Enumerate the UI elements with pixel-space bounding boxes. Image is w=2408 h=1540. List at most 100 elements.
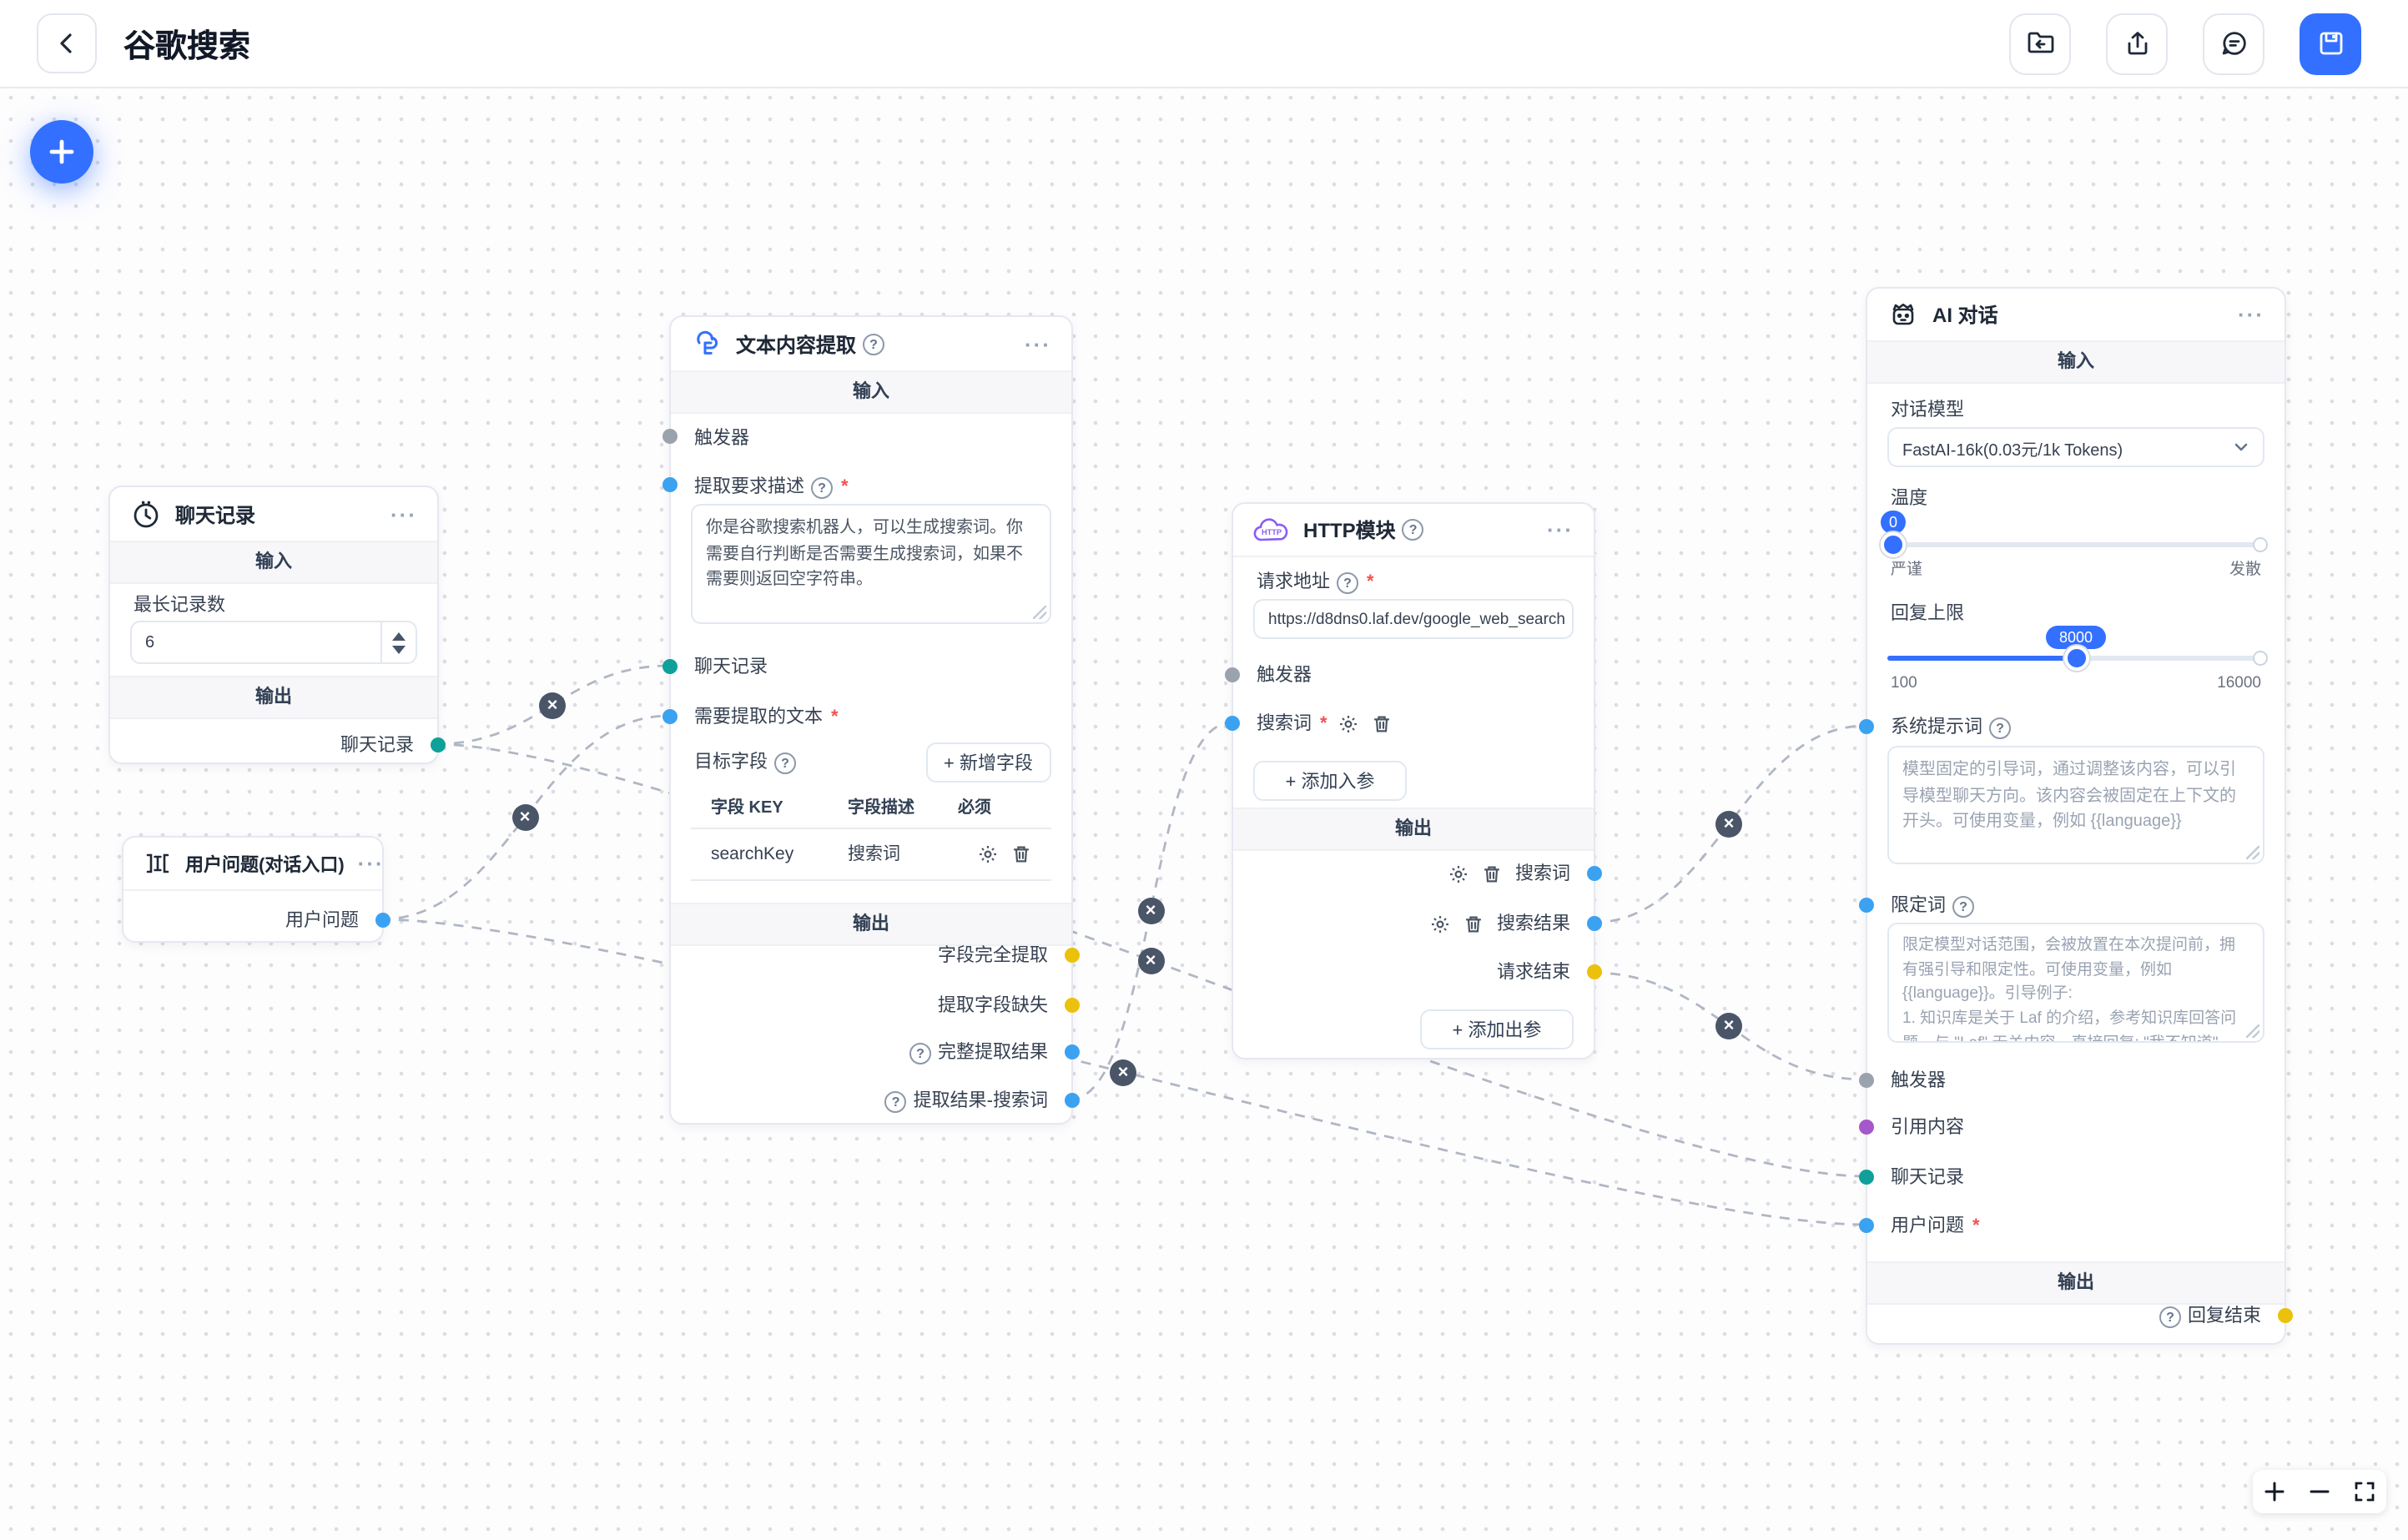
port-te-trigger-input[interactable] bbox=[662, 429, 678, 444]
port-label-http-finish: 请求结束 bbox=[1497, 963, 1570, 983]
fit-view-button[interactable] bbox=[2347, 1475, 2380, 1508]
zoom-in-button[interactable] bbox=[2259, 1475, 2292, 1508]
chevron-down-icon bbox=[2233, 439, 2249, 455]
temperature-slider[interactable] bbox=[1881, 532, 2268, 557]
model-label: 对话模型 bbox=[1891, 400, 1964, 420]
chat-test-button[interactable] bbox=[2203, 13, 2264, 74]
port-http-search-input[interactable] bbox=[1225, 716, 1240, 731]
port-ai-trigger-input[interactable] bbox=[1859, 1073, 1874, 1088]
node-menu-button[interactable]: ··· bbox=[2238, 302, 2264, 327]
port-te-text-input[interactable] bbox=[662, 709, 678, 724]
gear-icon[interactable] bbox=[1430, 914, 1450, 934]
trash-icon[interactable] bbox=[1482, 864, 1502, 884]
help-icon[interactable]: ? bbox=[774, 752, 796, 773]
edge-delete-button[interactable]: × bbox=[1110, 1059, 1136, 1085]
save-button[interactable] bbox=[2300, 13, 2361, 74]
help-icon[interactable]: ? bbox=[1337, 571, 1358, 593]
edge-delete-button[interactable]: × bbox=[511, 804, 538, 831]
edge-connection[interactable] bbox=[380, 714, 670, 921]
resize-grip[interactable] bbox=[2246, 846, 2259, 859]
edge-delete-button[interactable]: × bbox=[1137, 947, 1164, 974]
import-folder-button[interactable] bbox=[2009, 13, 2071, 74]
port-te-full-result-output[interactable] bbox=[1065, 1044, 1080, 1059]
edge-delete-button[interactable]: × bbox=[1715, 811, 1742, 838]
port-label-chat-history-out: 聊天记录 bbox=[340, 736, 414, 756]
port-te-fields-complete-output[interactable] bbox=[1065, 948, 1080, 963]
node-menu-button[interactable]: ··· bbox=[1547, 517, 1574, 542]
port-http-search-output[interactable] bbox=[1587, 866, 1602, 881]
port-chat-history-output[interactable] bbox=[431, 737, 446, 752]
gear-icon[interactable] bbox=[1448, 864, 1468, 884]
model-select[interactable]: FastAI-16k(0.03元/1k Tokens) bbox=[1887, 427, 2264, 467]
port-ai-quote-input[interactable] bbox=[1859, 1120, 1874, 1135]
max-records-input[interactable]: 6 bbox=[130, 621, 417, 664]
export-button[interactable] bbox=[2106, 13, 2168, 74]
port-ai-chat-history-input[interactable] bbox=[1859, 1170, 1874, 1185]
canvas-zoom-controls bbox=[2253, 1470, 2386, 1513]
number-stepper[interactable] bbox=[380, 622, 416, 662]
port-label-fields-missing: 提取字段缺失 bbox=[938, 996, 1048, 1016]
port-http-result-output[interactable] bbox=[1587, 916, 1602, 931]
max-reply-slider[interactable] bbox=[1887, 646, 2268, 671]
gear-icon[interactable] bbox=[1339, 714, 1359, 734]
help-icon[interactable]: ? bbox=[1402, 519, 1424, 541]
port-user-question-output[interactable] bbox=[375, 913, 390, 928]
add-output-param-button[interactable]: + 添加出参 bbox=[1420, 1009, 1574, 1049]
node-menu-button[interactable]: ··· bbox=[1025, 331, 1051, 356]
help-icon[interactable]: ? bbox=[884, 1090, 907, 1112]
node-menu-button[interactable]: ··· bbox=[390, 501, 417, 526]
system-prompt-textarea[interactable] bbox=[1887, 746, 2264, 864]
flow-canvas[interactable]: 聊天记录 ··· 输入 最长记录数 6 输出 聊天记录 bbox=[0, 87, 2408, 1540]
port-label-ai-question: 用户问题 bbox=[1891, 1216, 1964, 1236]
port-ai-limit-input[interactable] bbox=[1859, 898, 1874, 913]
resize-grip[interactable] bbox=[2246, 1024, 2259, 1038]
port-ai-question-input[interactable] bbox=[1859, 1218, 1874, 1233]
edge-connection[interactable] bbox=[435, 664, 670, 746]
add-node-button[interactable] bbox=[30, 120, 93, 184]
trash-icon[interactable] bbox=[1463, 914, 1484, 934]
request-url-input[interactable]: https://d8dns0.laf.dev/google_web_search bbox=[1253, 599, 1574, 639]
trash-icon[interactable] bbox=[1373, 714, 1393, 734]
node-title: 文本内容提取? bbox=[736, 330, 1011, 358]
max-reply-slider-thumb[interactable] bbox=[2064, 646, 2089, 671]
help-icon[interactable]: ? bbox=[909, 1042, 931, 1064]
help-icon[interactable]: ? bbox=[863, 333, 885, 355]
zoom-out-button[interactable] bbox=[2303, 1475, 2336, 1508]
resize-grip[interactable] bbox=[1033, 606, 1046, 619]
back-button[interactable] bbox=[37, 13, 97, 73]
port-te-fields-missing-output[interactable] bbox=[1065, 998, 1080, 1013]
node-menu-button[interactable]: ··· bbox=[357, 851, 385, 876]
limit-words-label: 限定词 bbox=[1891, 896, 1946, 916]
edge-connection[interactable] bbox=[1069, 721, 1232, 1101]
edge-delete-button[interactable]: × bbox=[1137, 898, 1164, 924]
extract-desc-textarea[interactable]: 你是谷歌搜索机器人，可以生成搜索词。你需要自行判断是否需要生成搜索词，如果不需要… bbox=[691, 504, 1051, 624]
temperature-slider-thumb[interactable] bbox=[1881, 532, 1906, 557]
port-te-searchkey-output[interactable] bbox=[1065, 1093, 1080, 1108]
edge-delete-button[interactable]: × bbox=[539, 692, 566, 718]
gear-icon[interactable] bbox=[978, 844, 998, 864]
node-text-extract[interactable]: 文本内容提取? ··· 输入 触发器 提取要求描述 ? * 你是谷歌搜索机器人，… bbox=[662, 315, 1080, 1125]
help-icon[interactable]: ? bbox=[2159, 1306, 2181, 1327]
node-http-module[interactable]: HTTP HTTP模块? ··· 请求地址 ? * https://d8dns0… bbox=[1225, 502, 1602, 1059]
port-te-desc-input[interactable] bbox=[662, 477, 678, 492]
limit-words-textarea[interactable] bbox=[1887, 923, 2264, 1043]
add-input-param-button[interactable]: + 添加入参 bbox=[1253, 761, 1407, 801]
port-http-trigger-input[interactable] bbox=[1225, 667, 1240, 682]
port-ai-reply-finish-output[interactable] bbox=[2278, 1308, 2293, 1323]
node-chat-history[interactable]: 聊天记录 ··· 输入 最长记录数 6 输出 聊天记录 bbox=[108, 486, 446, 764]
help-icon[interactable]: ? bbox=[1952, 895, 1974, 917]
edge-delete-button[interactable]: × bbox=[1715, 1013, 1742, 1039]
port-ai-system-prompt-input[interactable] bbox=[1859, 719, 1874, 734]
port-http-finish-output[interactable] bbox=[1587, 964, 1602, 979]
trash-icon[interactable] bbox=[1011, 844, 1031, 864]
port-te-chat-input[interactable] bbox=[662, 659, 678, 674]
help-icon[interactable]: ? bbox=[811, 476, 833, 498]
node-ai-chat[interactable]: AI 对话 ··· 输入 对话模型 FastAI-16k(0.03元/1k To… bbox=[1859, 287, 2293, 1345]
edge-connection[interactable] bbox=[1591, 724, 1866, 924]
port-label-full-result: 完整提取结果 bbox=[938, 1043, 1048, 1063]
node-user-question[interactable]: 用户问题(对话入口) ··· 用户问题 bbox=[122, 836, 390, 943]
output-section-header: 输出 bbox=[1233, 808, 1594, 851]
add-field-button[interactable]: + 新增字段 bbox=[925, 742, 1051, 783]
output-section-header: 输出 bbox=[671, 903, 1071, 946]
help-icon[interactable]: ? bbox=[1989, 717, 2011, 738]
